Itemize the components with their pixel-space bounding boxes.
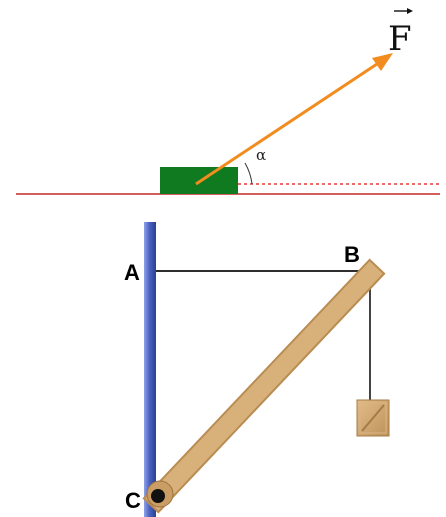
beam [142, 258, 386, 514]
force-label: F [388, 19, 412, 59]
force-arrow-icon [195, 53, 393, 186]
point-c-label: C [125, 488, 141, 513]
angle-label: α [256, 146, 266, 164]
beam-structure-figure: A B C [124, 222, 390, 517]
wall [144, 222, 156, 517]
force-on-block-figure: α F [16, 8, 440, 195]
hinge-icon [146, 480, 174, 508]
point-b-label: B [344, 242, 360, 267]
point-a-label: A [124, 260, 140, 285]
crate-icon [356, 399, 390, 437]
vector-arrow-accent [394, 8, 413, 14]
angle-arc [244, 162, 253, 185]
